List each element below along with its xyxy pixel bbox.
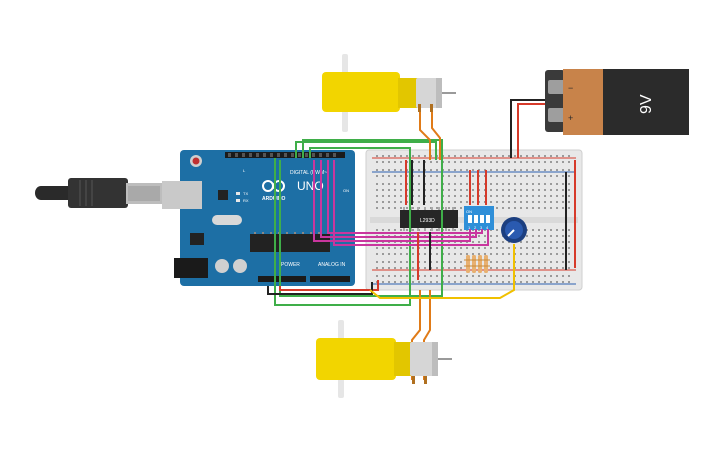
battery-9v[interactable]: − + 9V <box>545 69 689 135</box>
usb-cable-icon <box>35 178 162 208</box>
capacitor <box>215 259 229 273</box>
usb-port <box>162 181 202 209</box>
dip-toggle-3[interactable] <box>480 215 484 223</box>
tx-label: TX <box>243 191 248 196</box>
capacitor <box>233 259 247 273</box>
on-led-label: ON <box>343 188 349 193</box>
dc-motor-icon[interactable] <box>316 320 452 398</box>
atmega-chip <box>250 234 330 252</box>
l-led-label: L <box>243 168 246 173</box>
dip-toggle-4[interactable] <box>486 215 490 223</box>
usb-chip <box>218 190 228 200</box>
dip-number-1: 1 <box>468 225 471 230</box>
analog-header-label: ANALOG IN <box>318 262 346 268</box>
arduino-brand: ARDUINO <box>262 196 285 202</box>
crystal <box>212 215 242 225</box>
analog-header <box>310 276 350 282</box>
wires <box>267 99 576 380</box>
dip-number-3: 3 <box>480 225 483 230</box>
rx-label: RX <box>243 198 249 203</box>
l293d-chip[interactable]: L293D <box>400 207 458 231</box>
dip-switch[interactable]: ON 1 2 3 4 <box>464 206 494 230</box>
chip-label: L293D <box>420 218 435 224</box>
battery-label: 9V <box>638 94 655 114</box>
digital-header-label: DIGITAL (PWM~) <box>290 170 329 176</box>
dip-on-label: ON <box>466 209 472 214</box>
power-jack <box>174 258 208 278</box>
arduino-uno-board[interactable]: DIGITAL (PWM~) ARDUINO UNO ON TX RX L PO… <box>162 150 355 286</box>
power-header <box>258 276 306 282</box>
regulator <box>190 233 204 245</box>
potentiometer-icon[interactable] <box>501 217 527 243</box>
resistor-icon <box>464 255 490 273</box>
dip-number-4: 4 <box>486 225 489 230</box>
dip-number-2: 2 <box>474 225 477 230</box>
dip-toggle-2[interactable] <box>474 215 478 223</box>
battery-plus-label: + <box>568 113 573 123</box>
dc-motor-icon[interactable] <box>322 54 456 132</box>
power-header-label: POWER <box>281 262 300 268</box>
dip-toggle-1[interactable] <box>468 215 472 223</box>
arduino-model: UNO <box>297 179 324 193</box>
battery-minus-label: − <box>568 83 573 93</box>
breadboard-holes <box>376 155 570 283</box>
